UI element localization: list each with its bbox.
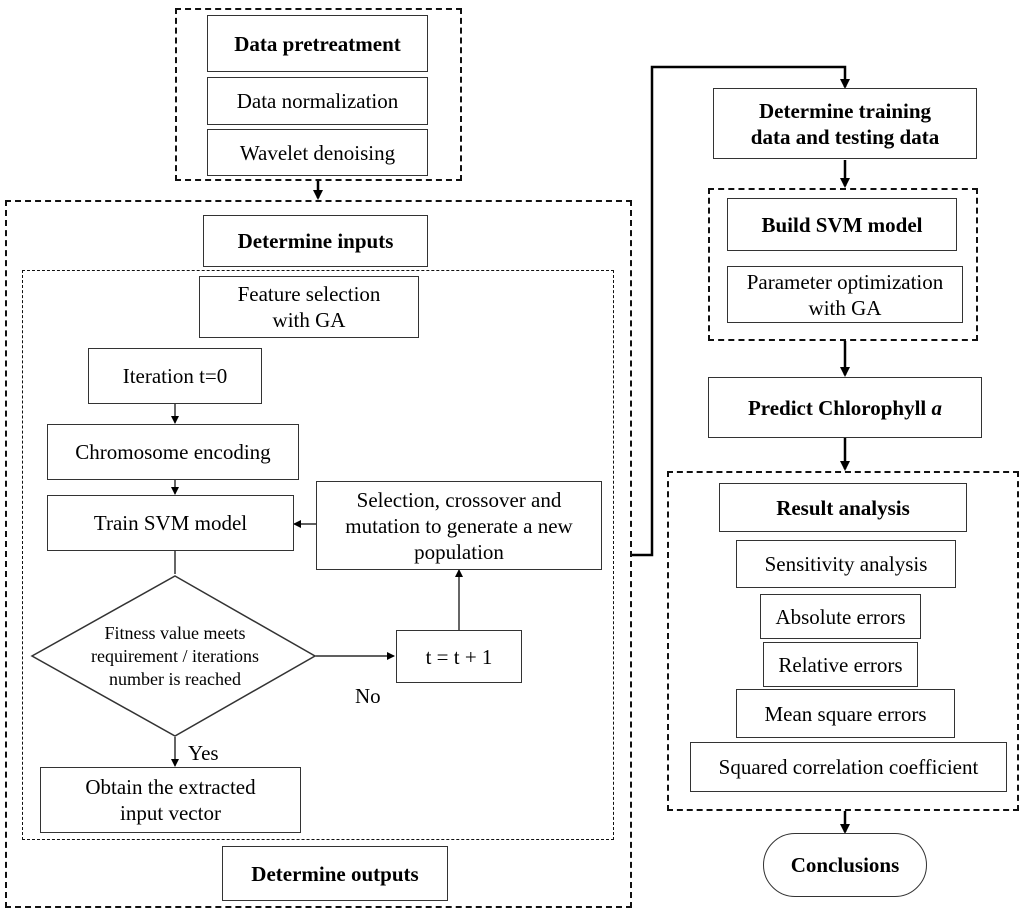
predict-chlorophyll-text: Predict Chlorophyll — [747, 395, 932, 420]
extract-input-vector: Obtain the extracted input vector — [40, 767, 301, 833]
parameter-optimization: Parameter optimization with GA — [727, 266, 963, 323]
train-svm-step: Train SVM model — [47, 495, 294, 551]
no-label: No — [355, 684, 381, 708]
feature-selection-group — [22, 270, 614, 840]
chromosome-encoding: Chromosome encoding — [47, 424, 299, 480]
decision-diamond — [30, 575, 317, 737]
pretreatment-title: Data pretreatment — [207, 15, 428, 72]
analysis-group — [667, 471, 1019, 811]
arrow-inputs-to-split — [632, 65, 850, 557]
pretreatment-group — [175, 8, 462, 181]
inputs-group — [5, 200, 632, 908]
svm-build-group — [708, 188, 978, 341]
build-svm-model: Build SVM model — [727, 198, 957, 251]
analysis-item: Squared correlation coefficient — [690, 742, 1007, 792]
genetic-operators: Selection, crossover and mutation to gen… — [316, 481, 602, 570]
analysis-item: Sensitivity analysis — [736, 540, 956, 588]
determine-outputs: Determine outputs — [222, 846, 448, 901]
conclusions: Conclusions — [763, 833, 927, 897]
analysis-item: Mean square errors — [736, 689, 955, 738]
determine-inputs-title: Determine inputs — [203, 215, 428, 267]
predict-chlorophyll: Predict Chlorophyll a — [708, 377, 982, 438]
feature-selection-label: Feature selection with GA — [199, 276, 419, 338]
iteration-start: Iteration t=0 — [88, 348, 262, 404]
denoising-step: Wavelet denoising — [207, 129, 428, 176]
yes-label: Yes — [188, 741, 219, 765]
normalization-step: Data normalization — [207, 77, 428, 125]
analysis-item: Relative errors — [763, 642, 918, 687]
analysis-item: Absolute errors — [760, 594, 921, 639]
predict-chlorophyll-variable: a — [931, 395, 943, 420]
training-testing-split: Determine training data and testing data — [713, 88, 977, 159]
decision-text: Fitness value meets requirement / iterat… — [91, 623, 259, 689]
result-analysis-title: Result analysis — [719, 483, 967, 532]
increment-step: t = t + 1 — [396, 630, 522, 683]
